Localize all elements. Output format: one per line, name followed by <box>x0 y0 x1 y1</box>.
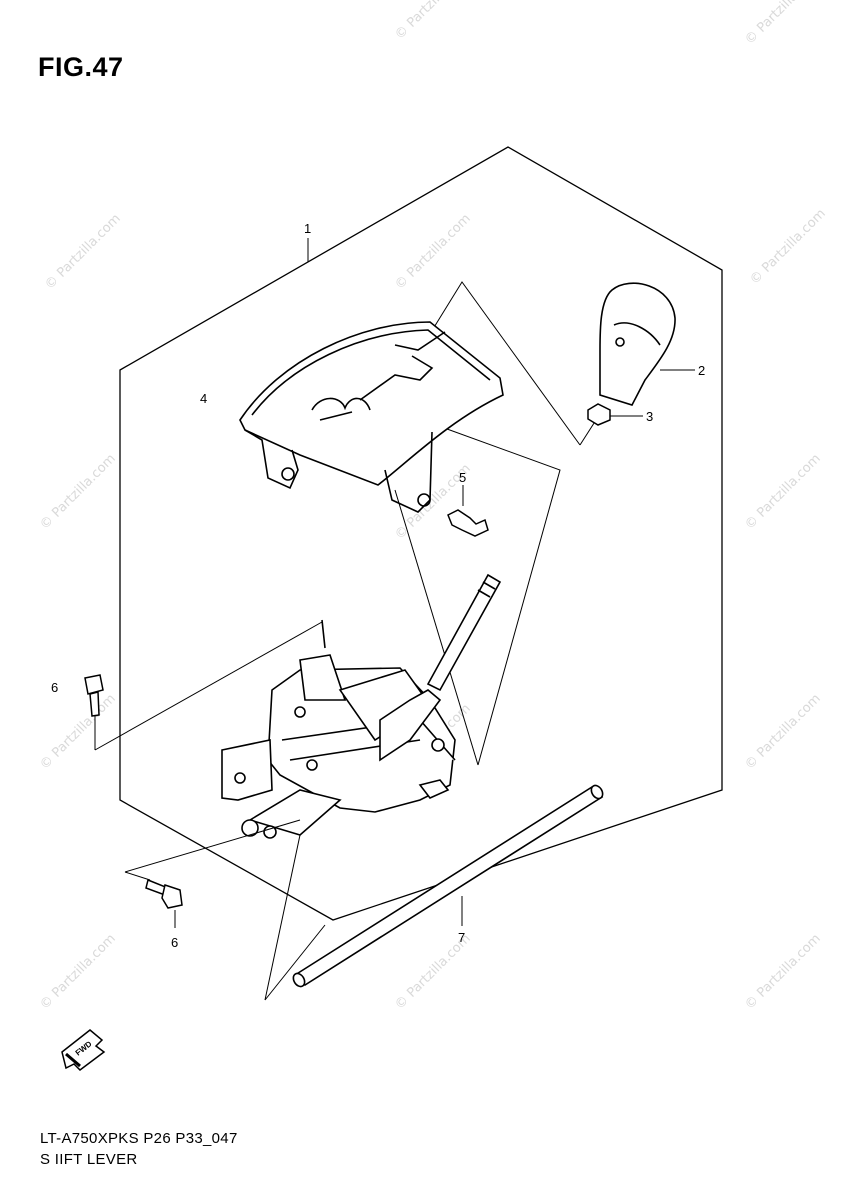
leader-knob-low <box>264 834 301 1001</box>
callout-6b: 6 <box>171 935 178 950</box>
callout-1: 1 <box>304 221 311 236</box>
model-code: LT-A750XPKS P26 P33_047 <box>40 1130 238 1147</box>
dashed-leader-knob <box>579 419 597 446</box>
section-name: S IIFT LEVER <box>40 1151 138 1168</box>
leader-bracket-left <box>94 621 323 751</box>
callout-5: 5 <box>459 470 466 485</box>
watermark-10: © Partzilla.com <box>37 931 119 1013</box>
watermark-4: © Partzilla.com <box>37 451 119 533</box>
fwd-arrow-icon: FWD <box>61 1029 106 1071</box>
callout-2: 2 <box>698 363 705 378</box>
watermark-3: © Partzilla.com <box>747 206 829 288</box>
watermark-2: © Partzilla.com <box>392 211 474 293</box>
watermark-12: © Partzilla.com <box>742 931 824 1013</box>
bolt-6b <box>145 878 183 909</box>
assembly-boundary <box>119 146 723 921</box>
dashed-leader-left <box>394 489 479 766</box>
watermark-6: © Partzilla.com <box>742 451 824 533</box>
hose-7 <box>292 784 604 988</box>
shift-rod <box>426 573 502 692</box>
callout-3: 3 <box>646 409 653 424</box>
watermark-9: © Partzilla.com <box>742 691 824 773</box>
dashed-leader-gate <box>435 424 561 766</box>
watermark-13: © Partzilla.com <box>392 0 474 43</box>
figure-title: FIG.47 <box>38 52 124 82</box>
watermark-1: © Partzilla.com <box>42 211 124 293</box>
callout-6a: 6 <box>51 680 58 695</box>
callout-7: 7 <box>458 930 465 945</box>
watermark-14: © Partzilla.com <box>742 0 824 48</box>
callout-4: 4 <box>200 391 207 406</box>
bolt-5 <box>447 509 489 537</box>
bolt-6a <box>84 674 104 717</box>
lever-assembly <box>221 619 456 839</box>
watermark-7: © Partzilla.com <box>37 691 119 773</box>
shift-knob <box>599 282 676 406</box>
gate-cover <box>239 321 504 513</box>
knob-nut <box>587 403 611 426</box>
watermarks: © Partzilla.com © Partzilla.com © Partzi… <box>37 0 829 1013</box>
leader-bracket-bottom <box>124 819 301 873</box>
leader-6b <box>124 871 151 881</box>
leader-7-low <box>264 924 326 1001</box>
